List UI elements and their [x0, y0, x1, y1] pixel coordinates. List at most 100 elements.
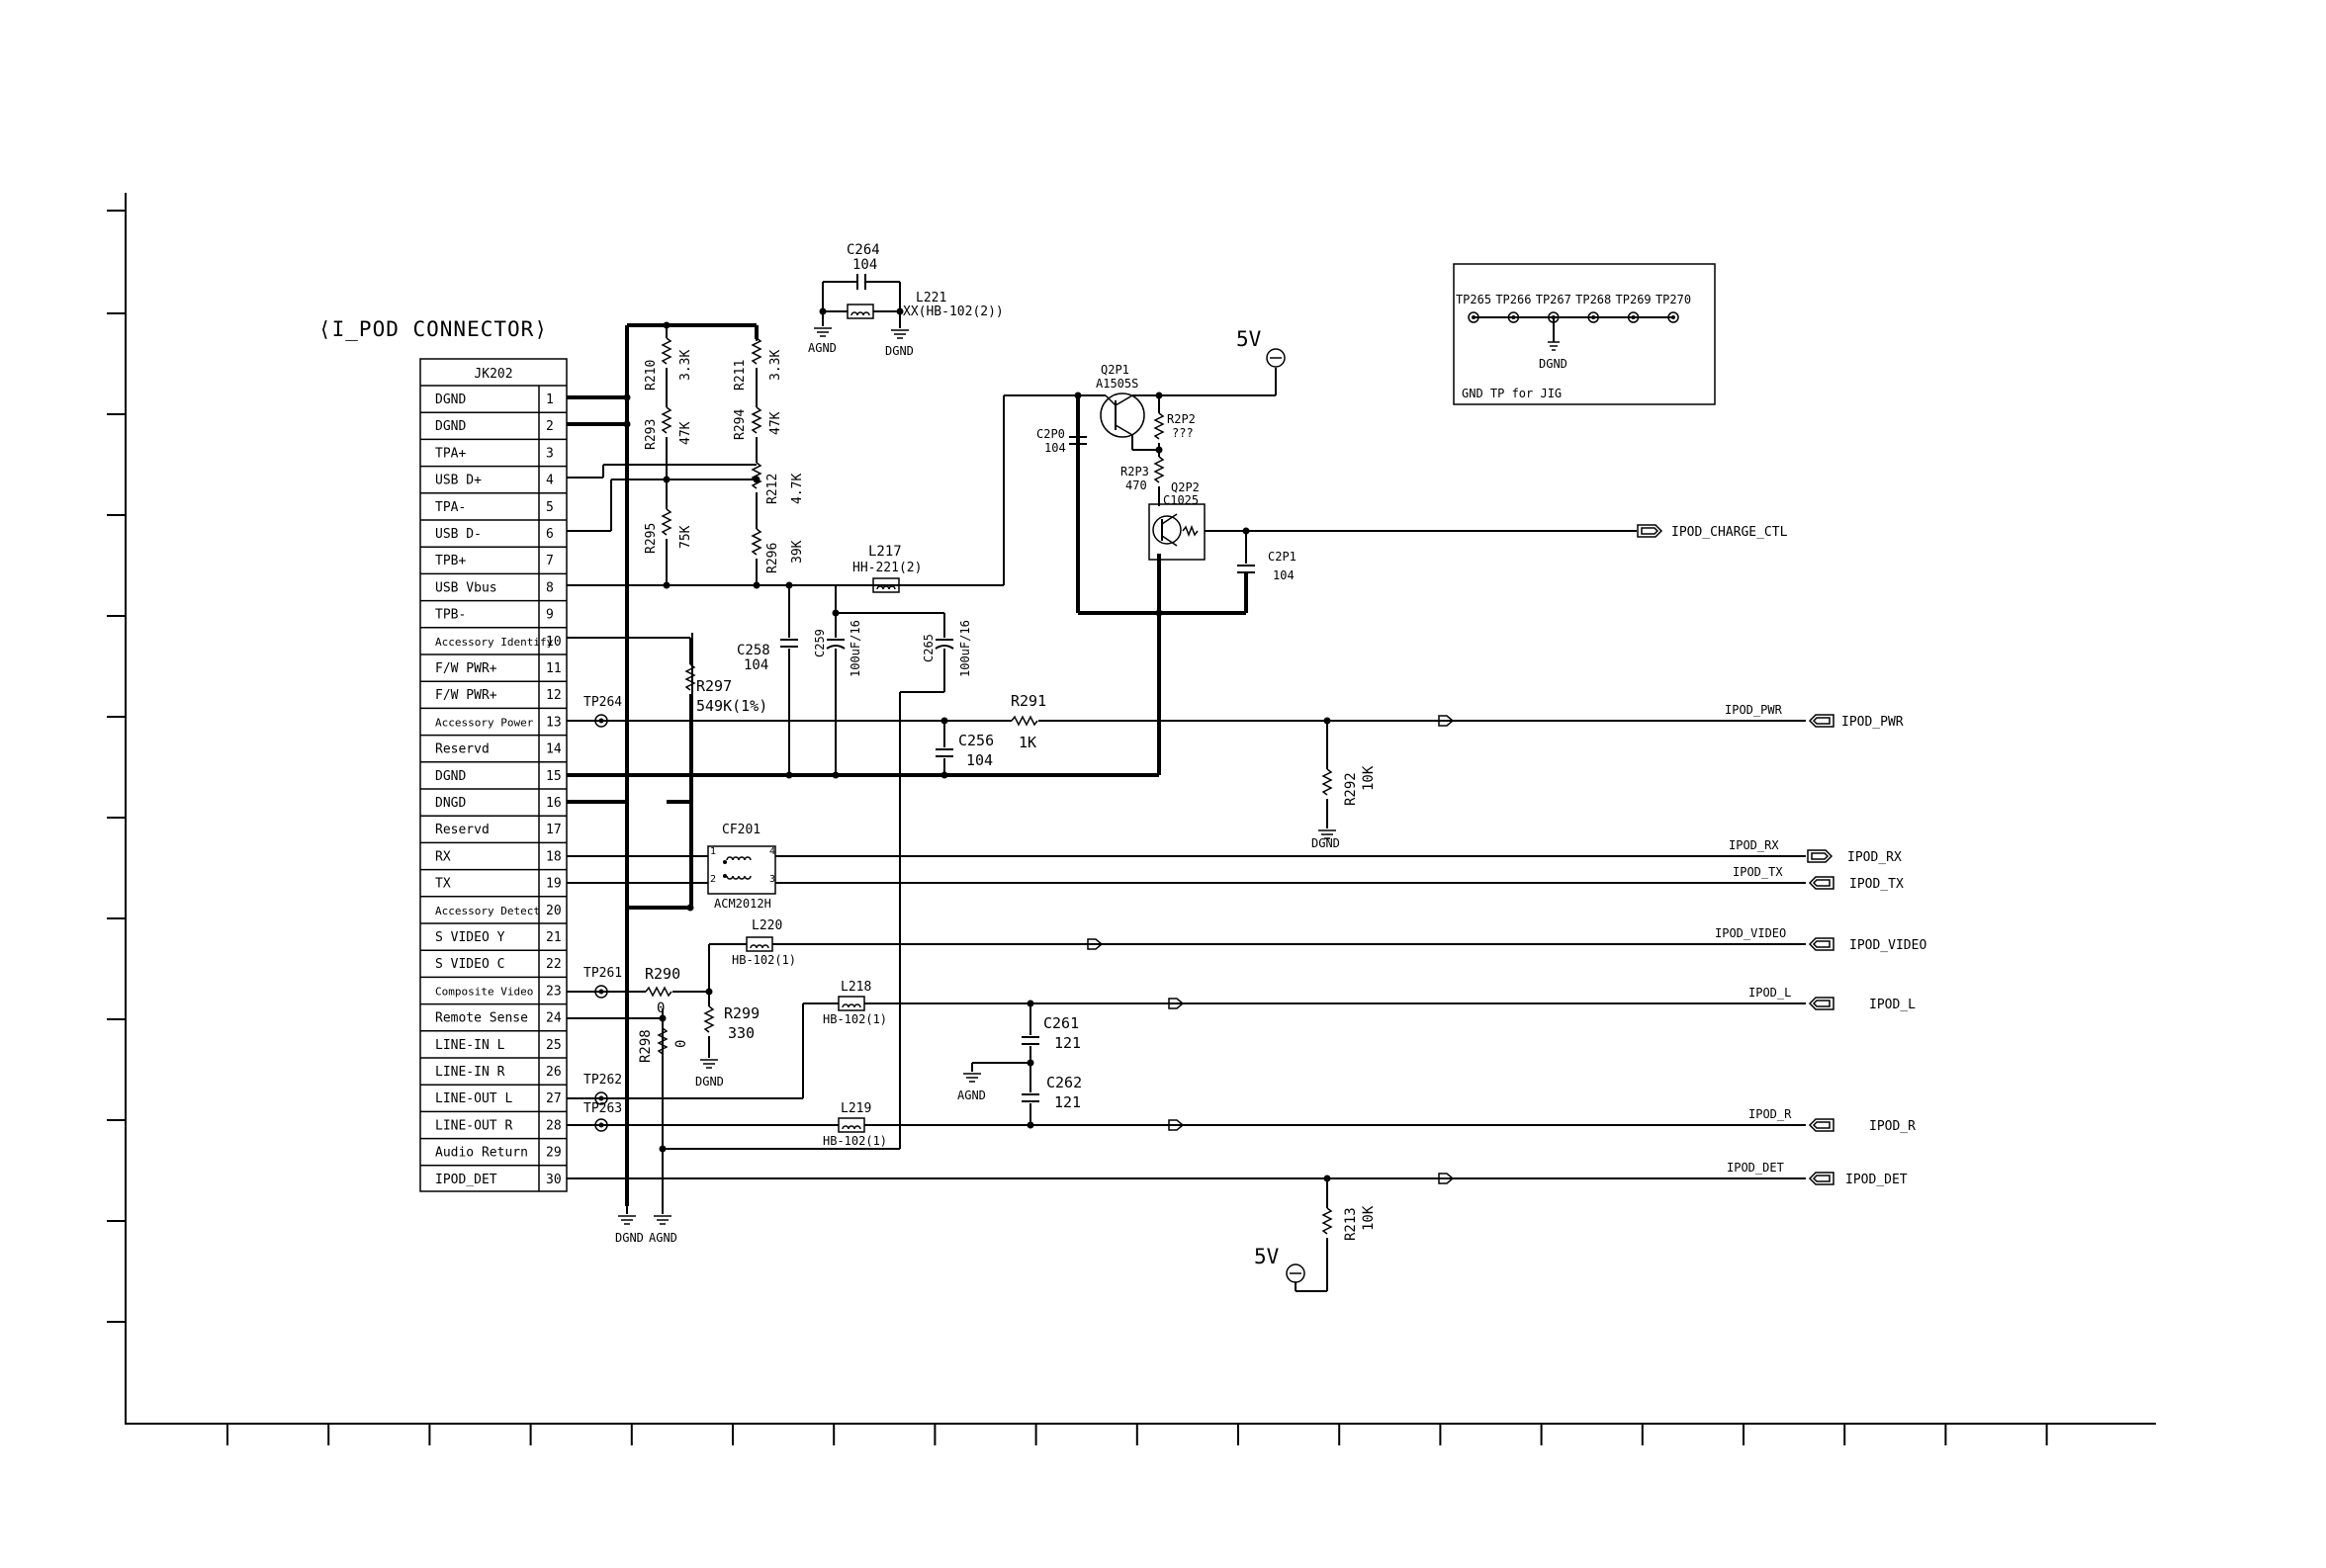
- r213-val: 10K: [1361, 1205, 1377, 1231]
- r2p3-ref: R2P3: [1120, 465, 1149, 479]
- pin-number: 22: [546, 957, 562, 972]
- r291-val: 1K: [1019, 734, 1036, 751]
- agnd-c264: AGND: [808, 341, 837, 355]
- r291-ref: R291: [1011, 692, 1046, 710]
- dgnd-r299: DGND: [695, 1075, 724, 1089]
- agnd-label: AGND: [649, 1231, 677, 1245]
- connector-title: ⟨I_POD CONNECTOR⟩: [318, 317, 548, 341]
- net-l: IPOD_L: [1869, 998, 1916, 1012]
- pin-number: 17: [546, 823, 562, 837]
- net-tx-inline: IPOD_TX: [1733, 865, 1783, 879]
- pin-number: 2: [546, 419, 554, 434]
- svg-text:2: 2: [710, 874, 716, 885]
- connector-part: JK202: [474, 367, 512, 382]
- r299-ref: R299: [724, 1004, 760, 1022]
- tp264-label: TP264: [583, 695, 622, 710]
- r295-ref: R295: [644, 523, 659, 554]
- pin-name: Accessory Power: [435, 716, 534, 729]
- l217-val: HH-221(2): [852, 561, 922, 575]
- jig-caption: GND TP for JIG: [1462, 387, 1562, 400]
- c2p1-ref: C2P1: [1268, 550, 1297, 564]
- l219-ref: L219: [841, 1101, 871, 1116]
- l221-val: XX(HB-102(2)): [903, 305, 1004, 319]
- r292-val: 10K: [1361, 765, 1377, 791]
- c264-l221: C264 104 L221 XX(HB-102(2)) AGND DGND: [808, 242, 1004, 358]
- pin-name: DGND: [435, 769, 466, 784]
- net-pwr-inline: IPOD_PWR: [1725, 703, 1783, 717]
- l220-val: HB-102(1): [732, 953, 796, 967]
- r298: R298 0: [567, 1014, 689, 1153]
- r293-ref: R293: [644, 419, 659, 450]
- net-tx: IPOD_TX: [1849, 877, 1904, 892]
- pin-name: Audio Return: [435, 1146, 528, 1161]
- c264-val: 104: [852, 257, 877, 273]
- c258-ref: C258: [737, 643, 770, 658]
- c2p0-val: 104: [1044, 441, 1066, 455]
- r290-val: 0: [657, 1001, 665, 1016]
- q2p2-ref: Q2P2: [1171, 480, 1200, 494]
- pin-name: RX: [435, 849, 451, 864]
- pin-name: TX: [435, 877, 451, 892]
- l217-ref: L217: [868, 544, 902, 560]
- c261-ref: C261: [1043, 1014, 1079, 1032]
- 5v-label-bottom: 5V: [1254, 1245, 1280, 1268]
- c261-val: 121: [1054, 1034, 1081, 1052]
- r294-ref: R294: [733, 409, 748, 440]
- pin-name: DGND: [435, 419, 466, 434]
- pin-name: USB D-: [435, 527, 482, 542]
- dgnd-label: DGND: [615, 1231, 644, 1245]
- pin-number: 10: [546, 635, 562, 650]
- pin-name: USB D+: [435, 474, 482, 488]
- q2p1-val: A1505S: [1096, 377, 1138, 391]
- l221-ref: L221: [916, 291, 946, 305]
- r296-val: 39K: [790, 540, 805, 564]
- pin-number: 9: [546, 608, 554, 623]
- jig-testpoint-label: TP269: [1616, 293, 1652, 306]
- r297-val: 549K(1%): [696, 697, 767, 715]
- pin-name: S VIDEO C: [435, 957, 504, 972]
- pin-number: 26: [546, 1065, 562, 1080]
- r294-val: 47K: [768, 411, 783, 435]
- dgnd-l221: DGND: [885, 344, 914, 358]
- c262-ref: C262: [1046, 1074, 1082, 1091]
- pin-number: 13: [546, 715, 562, 730]
- det-circuit: 5V R213 10K IPOD_DET IPOD_DET: [567, 1161, 1908, 1292]
- r211-val: 3.3K: [768, 350, 783, 381]
- pin-number: 8: [546, 580, 554, 595]
- net-l-inline: IPOD_L: [1748, 986, 1791, 1000]
- net-rx: IPOD_RX: [1847, 850, 1902, 865]
- pin-row: TPB-9: [420, 599, 567, 623]
- pin-row: USB D+4: [420, 465, 567, 488]
- r298-val: 0: [673, 1040, 689, 1048]
- pin-number: 12: [546, 688, 562, 703]
- audio-circuit: TP262 L218 HB-102(1) TP263 L219 HB-102(1…: [567, 980, 1916, 1148]
- c2p1-val: 104: [1273, 568, 1295, 582]
- sheet-frame: [107, 193, 2156, 1445]
- r211-ref: R211: [733, 360, 748, 391]
- tp263-label: TP263: [583, 1101, 622, 1116]
- pin-name: Accessory Detect: [435, 905, 540, 917]
- net-r-inline: IPOD_R: [1748, 1107, 1792, 1121]
- pin-number: 18: [546, 849, 562, 864]
- r292-ref: R292: [1343, 772, 1359, 806]
- net-det-inline: IPOD_DET: [1727, 1161, 1784, 1175]
- r2p2-ref: R2P2: [1167, 412, 1196, 426]
- svg-text:4: 4: [769, 846, 775, 857]
- cf201-filter: CF201 ACM2012H 1 2 4 3 IPOD_RX IPOD_TX I…: [567, 823, 1904, 911]
- c265-ref: C265: [922, 634, 936, 662]
- r212-ref: R212: [765, 474, 780, 504]
- jig-testpoint-label: TP266: [1495, 293, 1531, 306]
- pin-number: 16: [546, 796, 562, 811]
- pin-row: RX 18: [420, 841, 567, 864]
- pin-number: 25: [546, 1038, 562, 1053]
